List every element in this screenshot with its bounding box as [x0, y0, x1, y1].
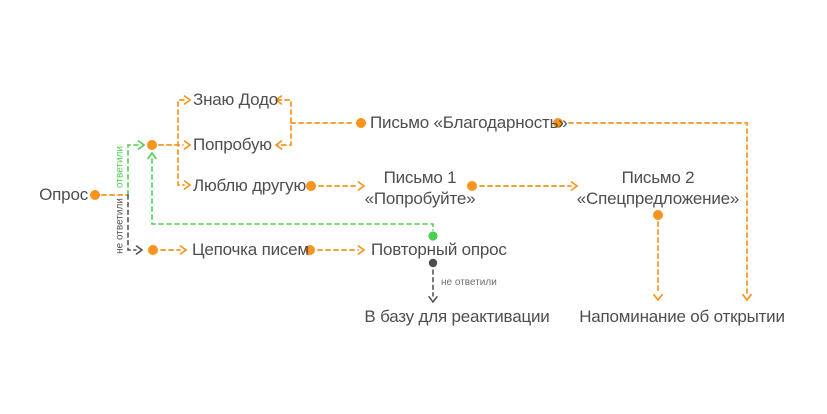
- node-pismo-1: Письмо 1 «Попробуйте»: [320, 167, 520, 209]
- gray-node-dots: [428, 258, 438, 268]
- green-node-dots: [428, 231, 438, 241]
- node-povtorny-opros: Повторный опрос: [371, 240, 507, 259]
- node-pismo-2: Письмо 2 «Спецпредложение»: [558, 167, 758, 209]
- node-pismo-1-line1: Письмо 1: [383, 168, 457, 187]
- dot-povtorny-answered: [428, 231, 438, 241]
- dot-chain-right: [305, 245, 315, 255]
- node-lyublyu-druguyu: Люблю другую: [193, 176, 307, 195]
- green-connectors: [127, 140, 434, 231]
- node-pismo-2-line2: «Спецпредложение»: [576, 189, 740, 208]
- gray-arrowheads: [135, 245, 438, 304]
- node-pismo-2-line1: Письмо 2: [621, 168, 695, 187]
- dot-opros: [90, 190, 100, 200]
- edge-label-ne-otvetili: не ответили: [114, 198, 126, 254]
- orange-arrowheads: [179, 95, 752, 302]
- dot-chain-left: [148, 245, 158, 255]
- node-napominanie-ob-otkrytii: Напоминание об открытии: [579, 307, 785, 326]
- orange-node-dots: [90, 118, 663, 255]
- orange-connectors: [101, 95, 752, 302]
- node-opros: Опрос: [39, 185, 88, 204]
- dot-blagodarnost-right: [553, 118, 563, 128]
- green-arrowheads: [137, 140, 157, 160]
- node-v-bazu-reaktivatsii: В базу для реактивации: [364, 307, 550, 326]
- node-pismo-blagodarnost: Письмо «Благодарность»: [370, 113, 568, 132]
- gray-connectors: [127, 194, 438, 304]
- green-dashed-lines: [127, 144, 434, 231]
- edge-label-ne-otvetili-2: не ответили: [441, 277, 497, 288]
- gray-dashed-lines: [127, 194, 434, 297]
- node-poprobuyu: Попробую: [193, 135, 272, 154]
- dot-answered-hub: [147, 140, 157, 150]
- dot-povtorny-not-answered: [428, 258, 438, 268]
- orange-dashed-lines: [101, 99, 748, 294]
- dot-blagodarnost-left: [356, 118, 366, 128]
- dot-pismo1: [467, 181, 477, 191]
- node-tsepochka-pisem: Цепочка писем: [192, 240, 309, 259]
- edge-label-otvetili: ответили: [114, 146, 126, 188]
- node-znayu-dodo: Знаю Додо: [193, 90, 278, 109]
- node-pismo-1-line2: «Попробуйте»: [364, 189, 476, 208]
- dot-pismo2: [653, 210, 663, 220]
- dot-lyublyu: [306, 181, 316, 191]
